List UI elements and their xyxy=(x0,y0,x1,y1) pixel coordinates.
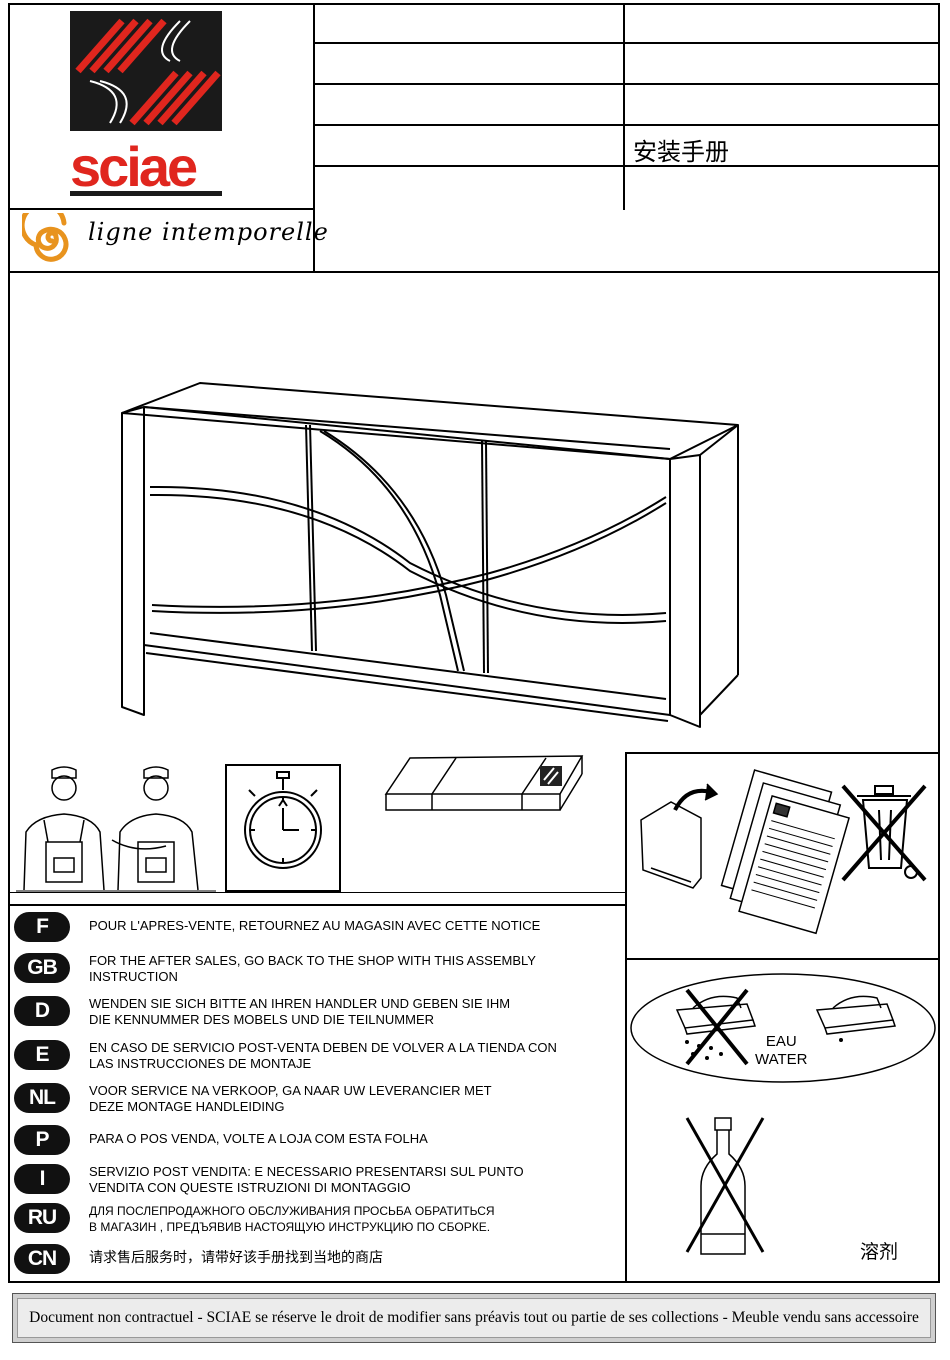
instruction-text: EN CASO DE SERVICIO POST-VENTA DEBEN DE … xyxy=(89,1040,557,1071)
title-cell xyxy=(315,167,625,210)
stopwatch-icon xyxy=(244,771,322,869)
instruction-text: FOR THE AFTER SALES, GO BACK TO THE SHOP… xyxy=(89,953,536,984)
footer: Document non contractuel - SCIAE se rése… xyxy=(12,1293,936,1343)
footer-disclaimer: Document non contractuel - SCIAE se rése… xyxy=(29,1309,919,1326)
instruction-text: 请求售后服务时，请带好该手册找到当地的商店 xyxy=(89,1250,383,1266)
title-row xyxy=(315,44,940,85)
language-badge: RU xyxy=(14,1203,70,1233)
care-panel xyxy=(625,752,940,1282)
title-cell xyxy=(315,85,625,124)
assembly-time-box xyxy=(225,764,341,892)
title-cell xyxy=(315,44,625,83)
parcel-icon xyxy=(384,755,584,811)
instruction-text: WENDEN SIE SICH BITTE AN IHREN HANDLER U… xyxy=(89,996,511,1027)
spiral-icon xyxy=(22,213,69,262)
language-badge: NL xyxy=(14,1083,70,1113)
title-cell xyxy=(315,126,625,165)
language-badge: I xyxy=(14,1164,70,1194)
instruction-text: POUR L'APRES-VENTE, RETOURNEZ AU MAGASIN… xyxy=(89,918,541,933)
footer-inner: Document non contractuel - SCIAE se rése… xyxy=(17,1298,931,1338)
two-workers-icon xyxy=(16,766,216,892)
title-row xyxy=(315,85,940,126)
keep-documents-icon xyxy=(640,769,850,935)
water-label-fr: EAU xyxy=(765,1033,797,1050)
cleaning-advice-icon xyxy=(630,973,936,1083)
sciae-logo: sciae xyxy=(70,11,222,198)
instruction-text: SERVIZIO POST VENDITA: E NECESSARIO PRES… xyxy=(89,1164,524,1195)
recycle-bin-crossed-icon xyxy=(841,784,927,882)
page-frame xyxy=(8,3,940,1283)
language-badge: E xyxy=(14,1040,70,1070)
divider xyxy=(8,904,625,906)
collection-cell: ligne intemporelle xyxy=(8,210,328,271)
instruction-text: VOOR SERVICE NA VERKOOP, GA NAAR UW LEVE… xyxy=(89,1083,492,1114)
language-badge: P xyxy=(14,1125,70,1155)
instruction-text: ДЛЯ ПОСЛЕПРОДАЖНОГО ОБСЛУЖИВАНИЯ ПРОСЬБА… xyxy=(89,1204,495,1234)
language-badge: F xyxy=(14,912,70,942)
solvent-label: 溶剂 xyxy=(860,1241,899,1263)
damp-cloth-icon xyxy=(815,995,897,1042)
sideboard-illustration xyxy=(121,382,739,728)
divider xyxy=(8,892,625,893)
collection-row: ligne intemporelle xyxy=(8,210,940,273)
language-badge: CN xyxy=(14,1244,70,1274)
title-row: 安装手册 xyxy=(315,126,940,167)
title-row xyxy=(315,167,940,210)
language-badge: D xyxy=(14,996,70,1026)
water-label: EAU WATER xyxy=(755,1033,808,1069)
divider xyxy=(627,958,940,960)
sciae-wordmark: sciae xyxy=(70,135,197,198)
collection-name: ligne intemporelle xyxy=(88,218,329,246)
title-row xyxy=(315,3,940,44)
language-badge: GB xyxy=(14,953,70,983)
solvent-bottle-crossed-icon xyxy=(685,1117,765,1255)
title-cell xyxy=(315,3,625,42)
manual-title: 安装手册 xyxy=(633,138,729,166)
logo-box: sciae xyxy=(8,3,315,210)
instruction-text: PARA O POS VENDA, VOLTE A LOJA COM ESTA … xyxy=(89,1131,428,1146)
water-label-en: WATER xyxy=(755,1051,808,1068)
title-table: 安装手册 xyxy=(315,3,940,210)
